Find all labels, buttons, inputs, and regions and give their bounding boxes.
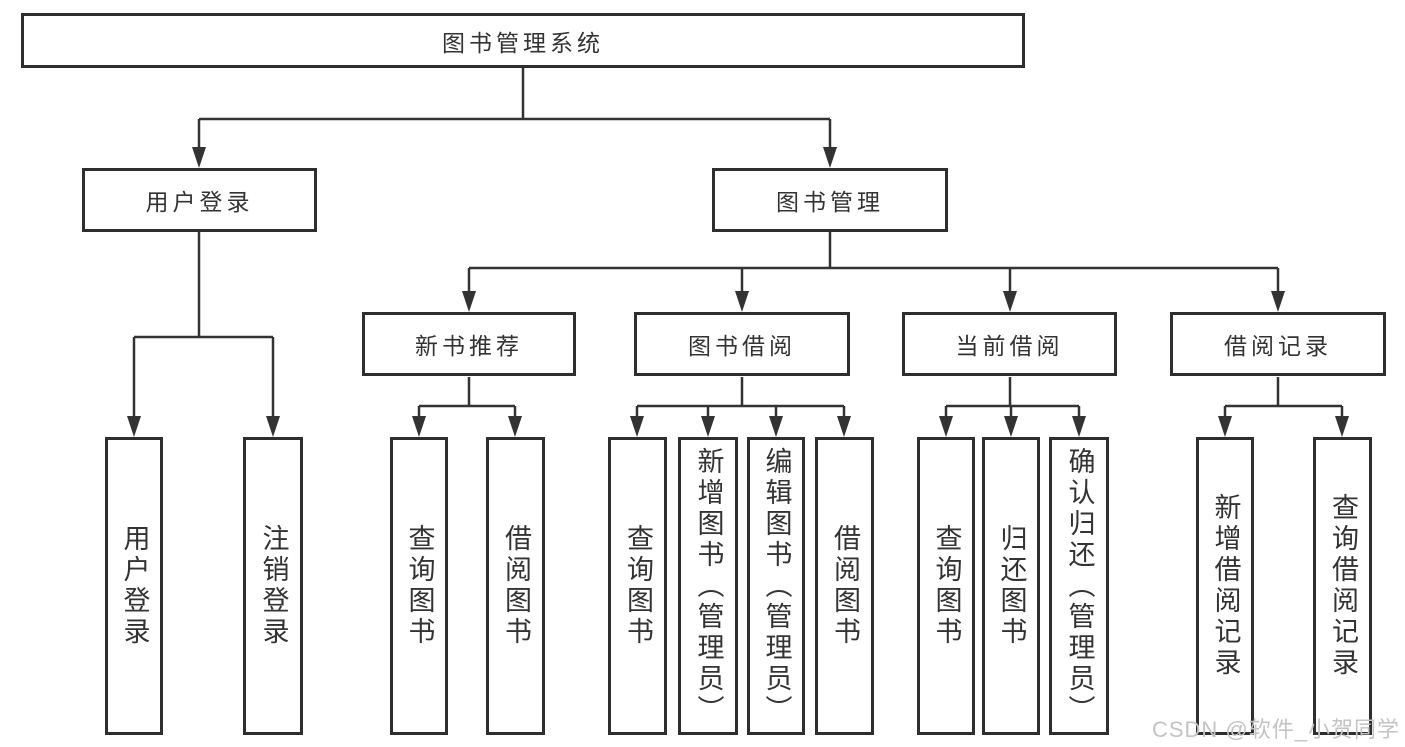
- leaf-label: 借阅图书: [501, 524, 531, 648]
- node-user-login: 用户登录: [82, 168, 317, 232]
- leaf-query-books-current: 查询图书: [917, 437, 975, 735]
- node-label: 用户登录: [145, 189, 254, 215]
- node-label: 图书管理: [776, 189, 884, 215]
- node-label: 当前借阅: [955, 333, 1064, 359]
- leaf-logout: 注销登录: [243, 437, 303, 735]
- leaf-add-borrow-record: 新增借阅记录: [1196, 437, 1254, 735]
- connector-lines: [132, 68, 1344, 425]
- leaf-label: 查询图书: [623, 524, 653, 648]
- node-borrow-records: 借阅记录: [1170, 312, 1386, 376]
- leaf-label: 查询图书: [931, 524, 962, 648]
- csdn-watermark: CSDN @软件_小贺同学: [1151, 717, 1400, 742]
- leaf-label: 用户登录: [119, 524, 150, 648]
- leaf-confirm-return-admin: 确认归还（管理员）: [1049, 437, 1109, 735]
- leaf-label: 编辑图书（管理员）: [761, 446, 792, 726]
- leaf-label: 查询图书: [404, 524, 435, 648]
- leaf-label: 新增图书（管理员）: [693, 446, 724, 726]
- node-label: 图书借阅: [688, 333, 796, 359]
- arrowhead-icons: [127, 147, 1349, 437]
- node-book-borrow: 图书借阅: [634, 312, 850, 376]
- leaf-label: 新增借阅记录: [1210, 493, 1241, 679]
- node-label: 新书推荐: [415, 333, 523, 359]
- leaf-label: 借阅图书: [830, 524, 860, 648]
- leaf-edit-books-admin: 编辑图书（管理员）: [747, 437, 805, 735]
- leaf-user-login: 用户登录: [105, 437, 163, 735]
- leaf-label: 确认归还（管理员）: [1064, 446, 1095, 726]
- node-new-book-recommend: 新书推荐: [362, 312, 576, 376]
- leaf-query-books-borrow: 查询图书: [608, 437, 667, 735]
- leaf-label: 注销登录: [258, 524, 289, 648]
- leaf-query-borrow-record: 查询借阅记录: [1313, 437, 1372, 735]
- node-label: 图书管理系统: [442, 29, 604, 56]
- leaf-add-books-admin: 新增图书（管理员）: [678, 437, 738, 735]
- node-label: 借阅记录: [1224, 333, 1332, 359]
- leaf-label: 查询借阅记录: [1328, 493, 1358, 679]
- node-book-management: 图书管理: [712, 168, 948, 232]
- leaf-borrow-books-recommend: 借阅图书: [486, 437, 545, 735]
- leaf-borrow-books: 借阅图书: [815, 437, 874, 735]
- node-current-borrow: 当前借阅: [902, 312, 1117, 376]
- leaf-return-books: 归还图书: [982, 437, 1040, 735]
- leaf-query-books-recommend: 查询图书: [390, 437, 448, 735]
- node-root-system: 图书管理系统: [21, 13, 1025, 68]
- leaf-label: 归还图书: [996, 524, 1027, 648]
